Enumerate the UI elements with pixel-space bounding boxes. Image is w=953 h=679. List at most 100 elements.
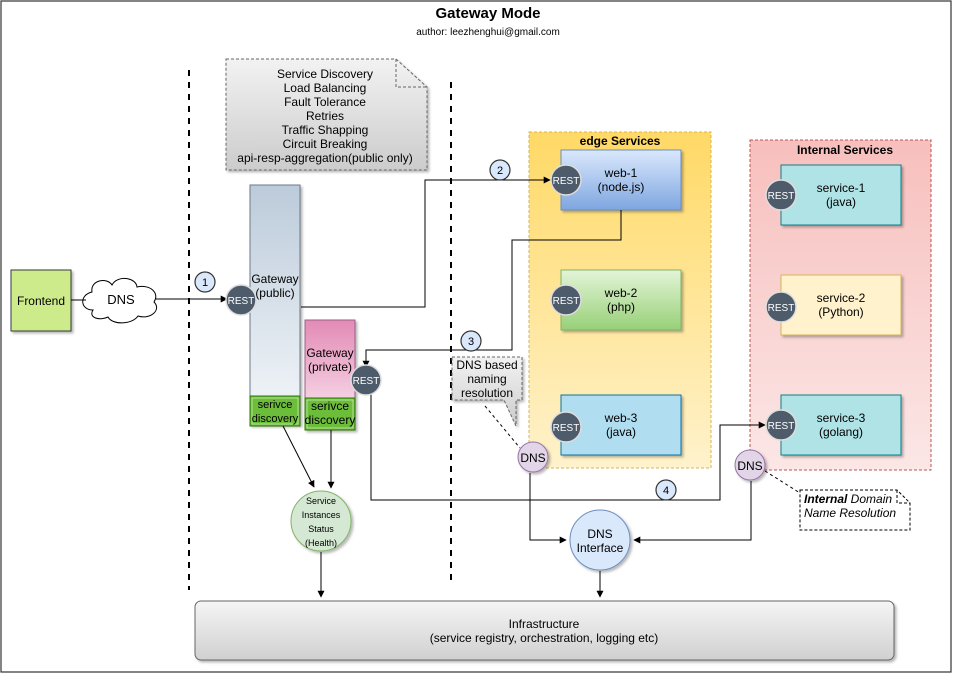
dns-interface-label: Interface bbox=[577, 541, 624, 555]
connector-discovery-public-health bbox=[282, 425, 315, 488]
rest-endpoint-gateway-public[interactable] bbox=[225, 284, 257, 316]
health-label: Status bbox=[308, 524, 334, 534]
step-badge-label: 3 bbox=[468, 336, 474, 348]
service-discovery-private-sublabel: discovery bbox=[305, 413, 356, 427]
dns-note-line: naming bbox=[467, 372, 506, 386]
feature-item: api-resp-aggregation(public only) bbox=[237, 151, 412, 165]
gateway-public-box[interactable] bbox=[249, 184, 301, 426]
service-3-label: service-3 bbox=[817, 411, 866, 425]
service-discovery-private bbox=[304, 397, 356, 431]
internal-domain-note-fold bbox=[896, 490, 910, 504]
infrastructure-sublabel: (service registry, orchestration, loggin… bbox=[430, 631, 659, 645]
web-2-tech: (php) bbox=[607, 300, 635, 314]
connector-internal-note-dns bbox=[764, 470, 801, 494]
step-badge-2 bbox=[489, 159, 511, 181]
health-status-node[interactable] bbox=[290, 490, 352, 552]
service-3-box[interactable] bbox=[780, 394, 902, 456]
service-discovery-public-sublabel: discovery bbox=[252, 413, 299, 425]
service-discovery-private-label: serivce bbox=[311, 399, 349, 413]
frontend-box[interactable] bbox=[10, 269, 72, 332]
feature-item: Fault Tolerance bbox=[284, 95, 366, 109]
connector-dns-internal-iface bbox=[633, 481, 752, 544]
dns-note-line: DNS based bbox=[456, 358, 517, 372]
service-discovery-public-inner bbox=[251, 397, 299, 425]
feature-item: Load Balancing bbox=[284, 81, 367, 95]
connector-dns-edge-iface bbox=[529, 473, 567, 544]
internal-domain-note-line1: Internal Domain bbox=[804, 492, 892, 506]
rest-label: REST bbox=[553, 296, 580, 307]
dns-node-internal[interactable] bbox=[734, 449, 766, 481]
dns-cloud bbox=[82, 278, 158, 324]
rest-endpoint-web3[interactable] bbox=[550, 411, 582, 443]
step-badge-label: 1 bbox=[202, 277, 208, 289]
health-label: Instances bbox=[302, 510, 341, 520]
connectors bbox=[71, 176, 801, 598]
step-badge-label: 2 bbox=[497, 165, 503, 177]
connector-web1-private-gateway bbox=[362, 210, 622, 368]
health-label: (Health) bbox=[305, 538, 337, 548]
rest-endpoint-gateway-private[interactable] bbox=[350, 364, 382, 396]
rest-endpoint-web2[interactable] bbox=[550, 284, 582, 316]
health-label: Service bbox=[306, 496, 336, 506]
author-label: author: leezhenghui@gmail.com bbox=[416, 27, 560, 38]
feature-item: Traffic Shapping bbox=[282, 123, 369, 137]
dns-note-line: resolution bbox=[461, 386, 513, 400]
service-3-tech: (golang) bbox=[819, 425, 863, 439]
step-badge-label: 4 bbox=[663, 485, 669, 497]
web-1-label: web-1 bbox=[604, 166, 638, 180]
gateway-private-sublabel: (private) bbox=[308, 360, 352, 374]
infrastructure-label: Infrastructure bbox=[509, 617, 580, 631]
service-discovery-public bbox=[249, 395, 301, 427]
service-1-label: service-1 bbox=[817, 181, 866, 195]
gateway-private-label: Gateway bbox=[306, 346, 353, 360]
rest-label: REST bbox=[768, 191, 795, 202]
features-note bbox=[225, 58, 428, 171]
internal-domain-note-rest: Domain bbox=[847, 492, 892, 506]
service-2-tech: (Python) bbox=[818, 305, 863, 319]
service-discovery-public-label: serivce bbox=[258, 399, 293, 411]
connector-gateway-web1 bbox=[301, 176, 551, 308]
service-1-box[interactable] bbox=[780, 164, 902, 226]
web-2-label: web-2 bbox=[604, 286, 638, 300]
service-2-box[interactable] bbox=[780, 274, 902, 336]
dns-interface-node[interactable] bbox=[569, 509, 631, 571]
rest-label: REST bbox=[553, 176, 580, 187]
feature-item: Retries bbox=[306, 109, 344, 123]
dns-interface-label: DNS bbox=[587, 527, 612, 541]
web-3-tech: (java) bbox=[606, 425, 636, 439]
rest-label: REST bbox=[768, 303, 795, 314]
rest-label: REST bbox=[768, 421, 795, 432]
internal-domain-note-emph: Internal bbox=[804, 492, 848, 506]
step-badge-1 bbox=[194, 271, 216, 293]
internal-domain-note bbox=[799, 489, 911, 531]
step-badge-4 bbox=[655, 479, 677, 501]
dns-cloud-label: DNS bbox=[107, 292, 135, 307]
page-title: Gateway Mode bbox=[435, 5, 540, 22]
dns-node-edge-label: DNS bbox=[520, 451, 545, 465]
gateway-public-label: Gateway bbox=[251, 272, 298, 286]
rest-endpoint-service3[interactable] bbox=[765, 409, 797, 441]
step-badge-3 bbox=[460, 330, 482, 352]
rest-endpoint-service1[interactable] bbox=[765, 179, 797, 211]
internal-domain-note-line2: Name Resolution bbox=[804, 506, 896, 520]
feature-item: Circuit Breaking bbox=[283, 137, 368, 151]
internal-services-title: Internal Services bbox=[797, 143, 893, 157]
edge-services-title: edge Services bbox=[580, 134, 661, 148]
rest-endpoint-service2[interactable] bbox=[765, 291, 797, 323]
web-3-label: web-3 bbox=[604, 411, 638, 425]
dns-node-edge[interactable] bbox=[517, 441, 549, 473]
service-1-tech: (java) bbox=[826, 195, 856, 209]
service-discovery-private-inner bbox=[306, 399, 354, 429]
frontend-label: Frontend bbox=[17, 294, 65, 308]
connector-private-gateway-service3 bbox=[370, 394, 766, 501]
service-2-label: service-2 bbox=[817, 291, 866, 305]
dns-resolution-note bbox=[451, 356, 523, 427]
rest-endpoint-web1[interactable] bbox=[550, 164, 582, 196]
rest-label: REST bbox=[228, 296, 255, 307]
rest-label: REST bbox=[353, 376, 380, 387]
rest-label: REST bbox=[553, 423, 580, 434]
web-1-tech: (node.js) bbox=[598, 180, 645, 194]
infrastructure-box[interactable] bbox=[194, 600, 895, 661]
